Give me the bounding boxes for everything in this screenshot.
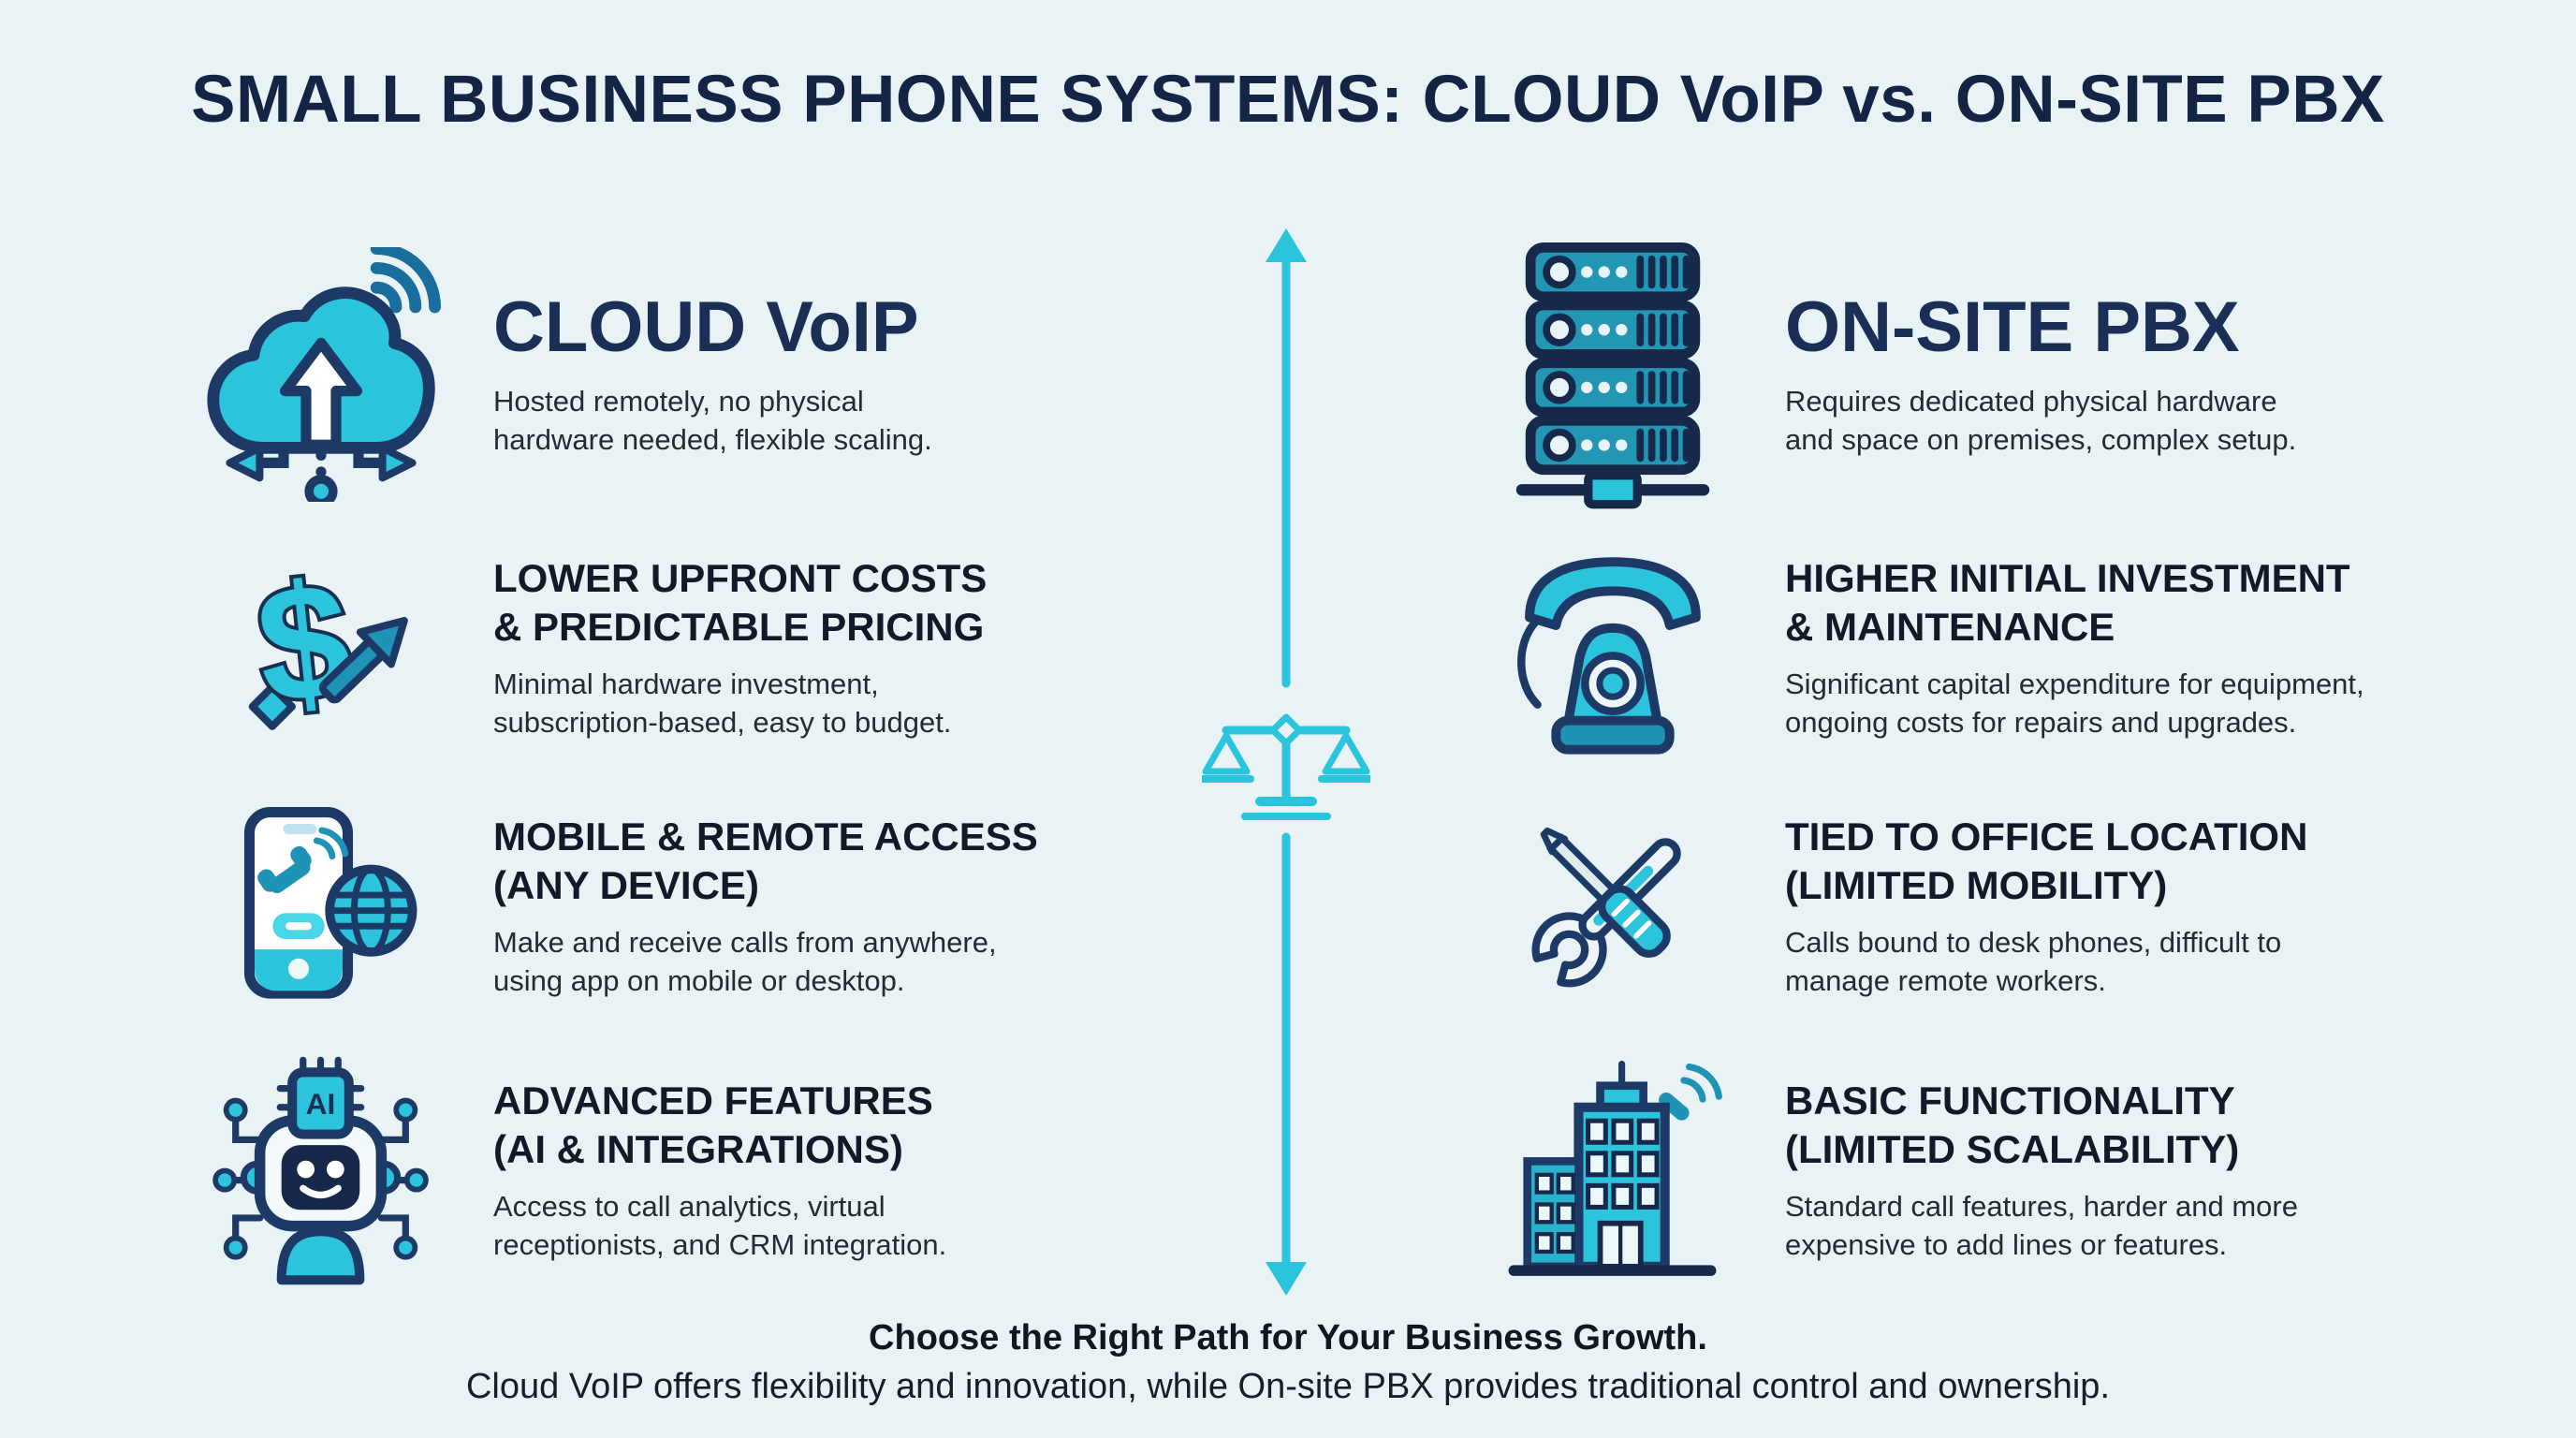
section-description: Hosted remotely, no physical hardware ne… bbox=[493, 384, 932, 456]
section-heading: TIED TO OFFICE LOCATION (LIMITED MOBILIT… bbox=[1785, 814, 2308, 907]
svg-text:AI: AI bbox=[306, 1086, 336, 1120]
advanced-features-text: ADVANCED FEATURES (AI & INTEGRATIONS) Ac… bbox=[493, 1077, 946, 1265]
server-rack-icon bbox=[1479, 236, 1746, 513]
basic-functionality-text: BASIC FUNCTIONALITY (LIMITED SCALABILITY… bbox=[1785, 1077, 2298, 1265]
section-heading: ADVANCED FEATURES (AI & INTEGRATIONS) bbox=[493, 1078, 933, 1171]
desk-telephone-icon bbox=[1479, 536, 1746, 760]
cloud-voip-text: CLOUD VoIP Hosted remotely, no physical … bbox=[493, 290, 932, 459]
section-basic-functionality: BASIC FUNCTIONALITY (LIMITED SCALABILITY… bbox=[1479, 1050, 2298, 1290]
section-cloud-voip: CLOUD VoIP Hosted remotely, no physical … bbox=[187, 247, 932, 502]
section-description: Calls bound to desk phones, difficult to… bbox=[1785, 925, 2282, 998]
svg-text:$: $ bbox=[249, 548, 359, 739]
section-heading: BASIC FUNCTIONALITY (LIMITED SCALABILITY… bbox=[1785, 1078, 2240, 1171]
section-higher-investment: HIGHER INITIAL INVESTMENT & MAINTENANCE … bbox=[1479, 543, 2364, 755]
section-mobile-access: MOBILE & REMOTE ACCESS (ANY DEVICE) Make… bbox=[187, 798, 1038, 1015]
lower-costs-text: LOWER UPFRONT COSTS & PREDICTABLE PRICIN… bbox=[493, 554, 987, 742]
section-heading: MOBILE & REMOTE ACCESS (ANY DEVICE) bbox=[493, 814, 1038, 907]
section-advanced-features: AI ADVANCED FEATURES (AI & INTEGRATIONS)… bbox=[187, 1050, 946, 1290]
page-title: SMALL BUSINESS PHONE SYSTEMS: CLOUD VoIP… bbox=[191, 63, 2385, 137]
section-description: Access to call analytics, virtual recept… bbox=[493, 1189, 947, 1262]
dollar-growth-icon: $ bbox=[187, 543, 454, 754]
onsite-pbx-text: ON-SITE PBX Requires dedicated physical … bbox=[1785, 290, 2296, 459]
section-description: Requires dedicated physical hardware and… bbox=[1785, 384, 2297, 456]
balance-scale-icon bbox=[1202, 228, 1370, 1296]
office-location-text: TIED TO OFFICE LOCATION (LIMITED MOBILIT… bbox=[1785, 813, 2307, 1001]
section-description: Significant capital expenditure for equi… bbox=[1785, 667, 2364, 740]
higher-investment-text: HIGHER INITIAL INVESTMENT & MAINTENANCE … bbox=[1785, 554, 2364, 742]
footer-headline: Choose the Right Path for Your Business … bbox=[869, 1318, 1707, 1357]
center-divider bbox=[1202, 228, 1370, 1296]
mobile-access-text: MOBILE & REMOTE ACCESS (ANY DEVICE) Make… bbox=[493, 813, 1038, 1001]
section-heading: CLOUD VoIP bbox=[493, 286, 919, 367]
section-description: Make and receive calls from anywhere, us… bbox=[493, 925, 997, 998]
ai-robot-icon: AI bbox=[187, 1056, 454, 1285]
section-lower-costs: $ LOWER UPFRONT COSTS & PREDICTABLE PRIC… bbox=[187, 543, 987, 753]
section-onsite-pbx: ON-SITE PBX Requires dedicated physical … bbox=[1479, 242, 2296, 509]
footer: Choose the Right Path for Your Business … bbox=[0, 1318, 2576, 1407]
section-description: Minimal hardware investment, subscriptio… bbox=[493, 667, 952, 740]
section-heading: LOWER UPFRONT COSTS & PREDICTABLE PRICIN… bbox=[493, 555, 988, 649]
cloud-upload-icon bbox=[187, 247, 454, 502]
section-heading: HIGHER INITIAL INVESTMENT & MAINTENANCE bbox=[1785, 555, 2350, 649]
section-office-location: TIED TO OFFICE LOCATION (LIMITED MOBILIT… bbox=[1479, 798, 2307, 1015]
wrench-screwdriver-icon bbox=[1479, 797, 1746, 1017]
section-description: Standard call features, harder and more … bbox=[1785, 1189, 2298, 1262]
mobile-globe-icon bbox=[187, 797, 454, 1017]
footer-subtext: Cloud VoIP offers flexibility and innova… bbox=[465, 1367, 2110, 1406]
section-heading: ON-SITE PBX bbox=[1785, 286, 2240, 367]
office-building-icon bbox=[1479, 1056, 1746, 1285]
